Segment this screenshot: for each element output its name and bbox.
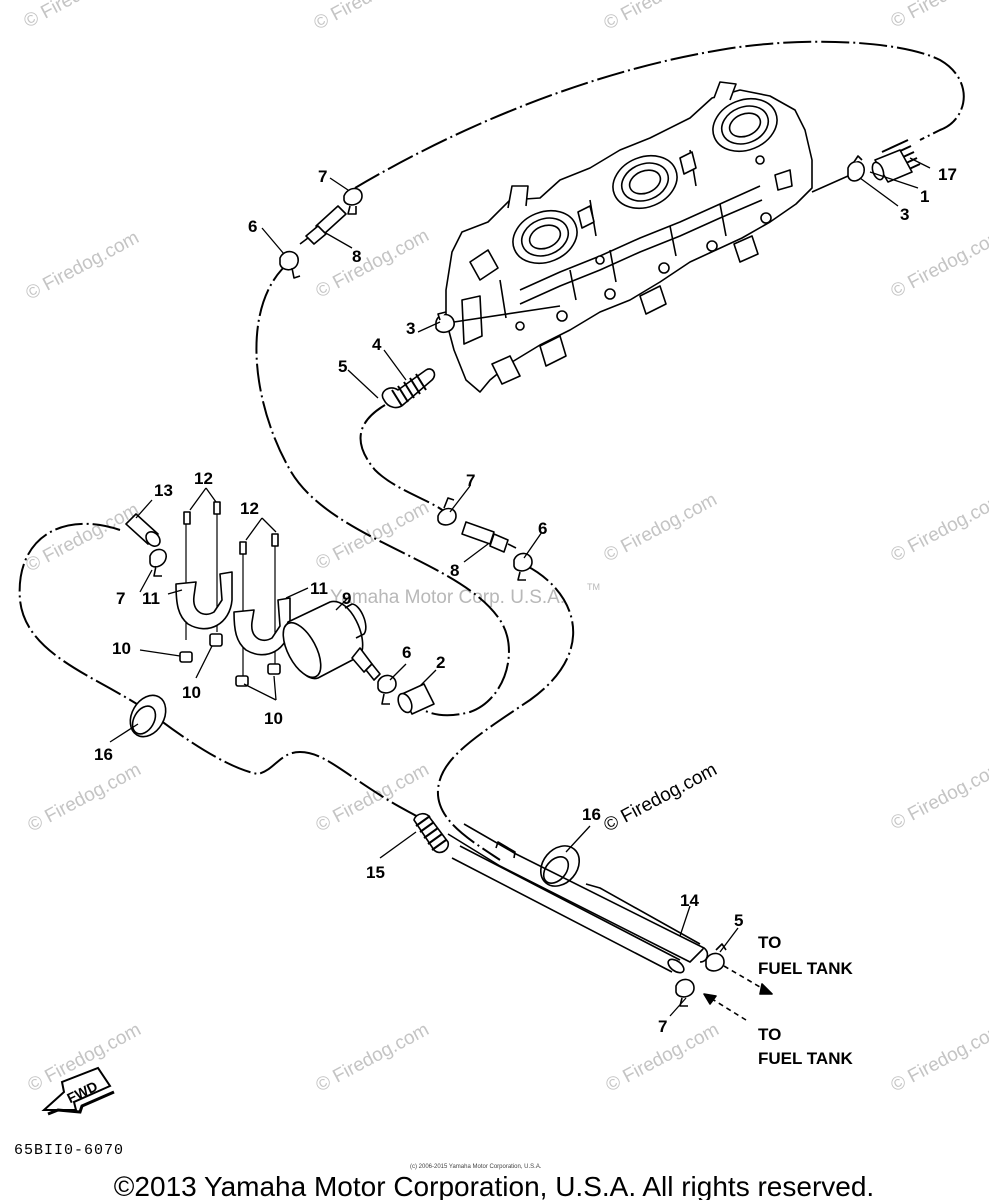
tiny-copyright: (c) 2006-2015 Yamaha Motor Corporation, … <box>410 1164 542 1170</box>
callout-6: 6 <box>402 643 411 662</box>
hose-clamp-7-left <box>149 548 167 577</box>
watermark: © Firedog.com <box>22 227 142 304</box>
callout-10: 10 <box>182 683 201 702</box>
hose-14 <box>447 823 709 974</box>
callout-16: 16 <box>582 805 601 824</box>
callout-8: 8 <box>352 247 361 266</box>
hose-clamp-3-top <box>847 155 865 182</box>
watermark: © Firedog.com <box>310 0 430 34</box>
callout-15: 15 <box>366 863 385 882</box>
fuel-hoses <box>18 40 965 861</box>
watermark: © Firedog.com <box>312 225 432 302</box>
hose-clamp-6-low <box>377 674 397 705</box>
arrow-head-1 <box>759 983 773 995</box>
watermark: © Firedog.com <box>600 0 720 34</box>
watermark: © Firedog.com <box>312 759 432 836</box>
fwd-arrow: FWD <box>41 1066 115 1116</box>
watermark-dark: © Firedog.com <box>600 759 720 836</box>
callout-11: 11 <box>142 589 160 608</box>
callouts: 17 1 3 7 6 8 3 4 5 7 6 8 13 12 12 7 11 1… <box>94 165 957 1036</box>
callout-7: 7 <box>658 1017 667 1036</box>
callout-12: 12 <box>240 499 259 518</box>
callout-17: 17 <box>938 165 957 184</box>
hose-spring-4 <box>381 368 436 409</box>
destination-2-line1: TO <box>758 1025 781 1044</box>
arrow-head-2 <box>703 993 717 1005</box>
hose-clamp-6-top <box>279 250 301 279</box>
fuel-line-mid <box>453 305 561 323</box>
destination-1-line2: FUEL TANK <box>758 959 853 978</box>
watermark: © Firedog.com <box>312 497 432 574</box>
parts <box>125 139 921 1021</box>
callout-8: 8 <box>450 561 459 580</box>
watermark: © Firedog.com <box>887 757 989 834</box>
callout-1: 1 <box>920 187 929 206</box>
hose-joint-8-mid <box>461 521 517 553</box>
center-watermark: Yamaha Motor Corp. U.S.A. <box>330 587 565 608</box>
bracket-11-left <box>175 571 233 630</box>
destination-labels: TO FUEL TANK TO FUEL TANK <box>758 933 853 1068</box>
watermark: © Firedog.com <box>887 225 989 302</box>
watermark: © Firedog.com <box>887 1019 989 1096</box>
callout-12: 12 <box>194 469 213 488</box>
callout-9: 9 <box>342 589 351 608</box>
carburetor-assembly <box>445 81 813 393</box>
watermark: © Firedog.com <box>887 0 989 32</box>
callout-2: 2 <box>436 653 445 672</box>
hose-spring-17 <box>871 139 921 183</box>
callout-11: 11 <box>310 579 328 598</box>
callout-3: 3 <box>406 319 415 338</box>
callout-5: 5 <box>734 911 743 930</box>
grommet-16-left <box>129 694 167 738</box>
hose-clamp-7-top <box>343 187 363 215</box>
footer-copyright: ©2013 Yamaha Motor Corporation, U.S.A. A… <box>114 1171 874 1200</box>
callout-6: 6 <box>538 519 547 538</box>
watermark: © Firedog.com <box>600 489 720 566</box>
trademark-mark: TM <box>587 582 600 592</box>
callout-3: 3 <box>900 205 909 224</box>
hose-spring-15 <box>413 812 450 854</box>
hose-clamp-5-low <box>705 943 727 972</box>
hose-clamp-7-mid <box>437 497 457 526</box>
hose-2 <box>397 683 435 715</box>
callout-14: 14 <box>680 891 699 910</box>
callout-7: 7 <box>466 471 475 490</box>
hose-clamp-6-mid <box>513 552 533 581</box>
callout-10: 10 <box>264 709 283 728</box>
callout-7: 7 <box>116 589 125 608</box>
watermark: © Firedog.com <box>20 0 140 32</box>
fuel-filter-9 <box>282 600 381 681</box>
callout-4: 4 <box>372 335 382 354</box>
watermark: © Firedog.com <box>24 759 144 836</box>
grommet-10 <box>179 633 281 687</box>
destination-1-line1: TO <box>758 933 781 952</box>
callout-6: 6 <box>248 217 257 236</box>
callout-10: 10 <box>112 639 131 658</box>
leader-lines <box>109 157 931 1017</box>
callout-13: 13 <box>154 481 173 500</box>
callout-5: 5 <box>338 357 347 376</box>
hose-joint-8-top <box>299 205 347 245</box>
callout-16: 16 <box>94 745 113 764</box>
destination-2-line2: FUEL TANK <box>758 1049 853 1068</box>
watermark: © Firedog.com <box>312 1019 432 1096</box>
fuel-line-to-carb <box>811 175 849 193</box>
hose-13 <box>125 513 161 547</box>
hose-clamp-3-mid <box>435 311 455 334</box>
hose-clamp-7-low <box>675 978 695 1007</box>
drawing-code: 65BII0-6070 <box>14 1142 124 1159</box>
watermark: © Firedog.com <box>887 489 989 566</box>
callout-7: 7 <box>318 167 327 186</box>
